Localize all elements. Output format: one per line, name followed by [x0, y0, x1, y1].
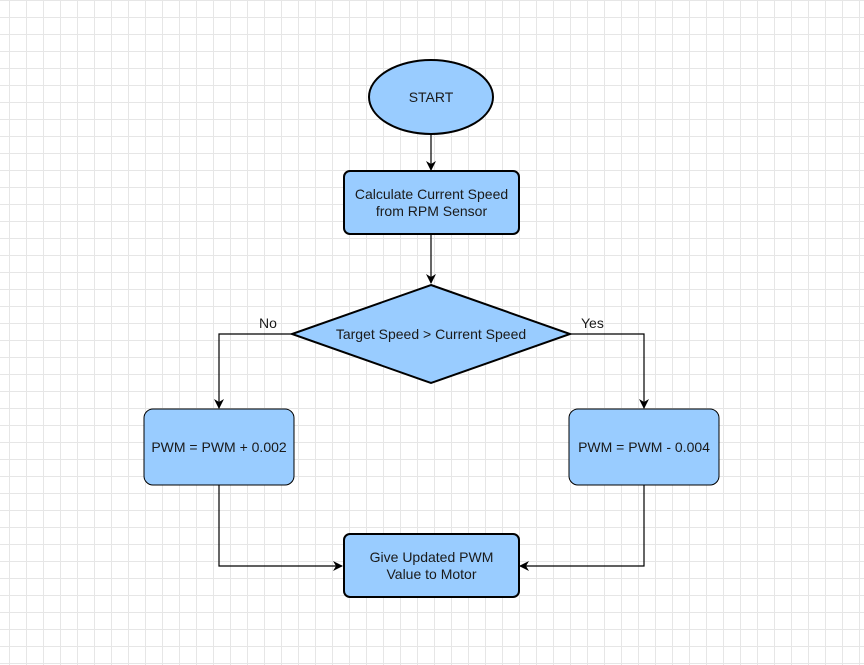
start-label: START: [408, 88, 454, 105]
edge-decision-no-to-inc: [214, 333, 292, 409]
speed-decision-shape[interactable]: [288, 283, 574, 385]
pwm-decrease-label: PWM = PWM - 0.004: [578, 438, 710, 455]
calc-speed-label: Calculate Current Speed from RPM Sensor: [354, 185, 509, 219]
edge-label-no: No: [259, 315, 277, 331]
output-pwm-label: Give Updated PWM Value to Motor: [369, 548, 494, 582]
pwm-decrease-process-shape[interactable]: [568, 408, 720, 486]
edge-label-yes: Yes: [581, 315, 604, 331]
output-pwm-process-shape[interactable]: [343, 533, 520, 598]
pwm-increase-process-shape[interactable]: [143, 408, 295, 486]
edge-decision-yes-to-dec: [570, 333, 649, 409]
edge-dec-to-output: [519, 485, 645, 571]
calc-speed-process-shape[interactable]: [343, 170, 520, 235]
start-terminal-shape[interactable]: [368, 59, 494, 135]
pwm-increase-label: PWM = PWM + 0.002: [151, 438, 287, 455]
edge-inc-to-output: [218, 485, 343, 571]
decision-label: Target Speed > Current Speed: [335, 325, 527, 342]
